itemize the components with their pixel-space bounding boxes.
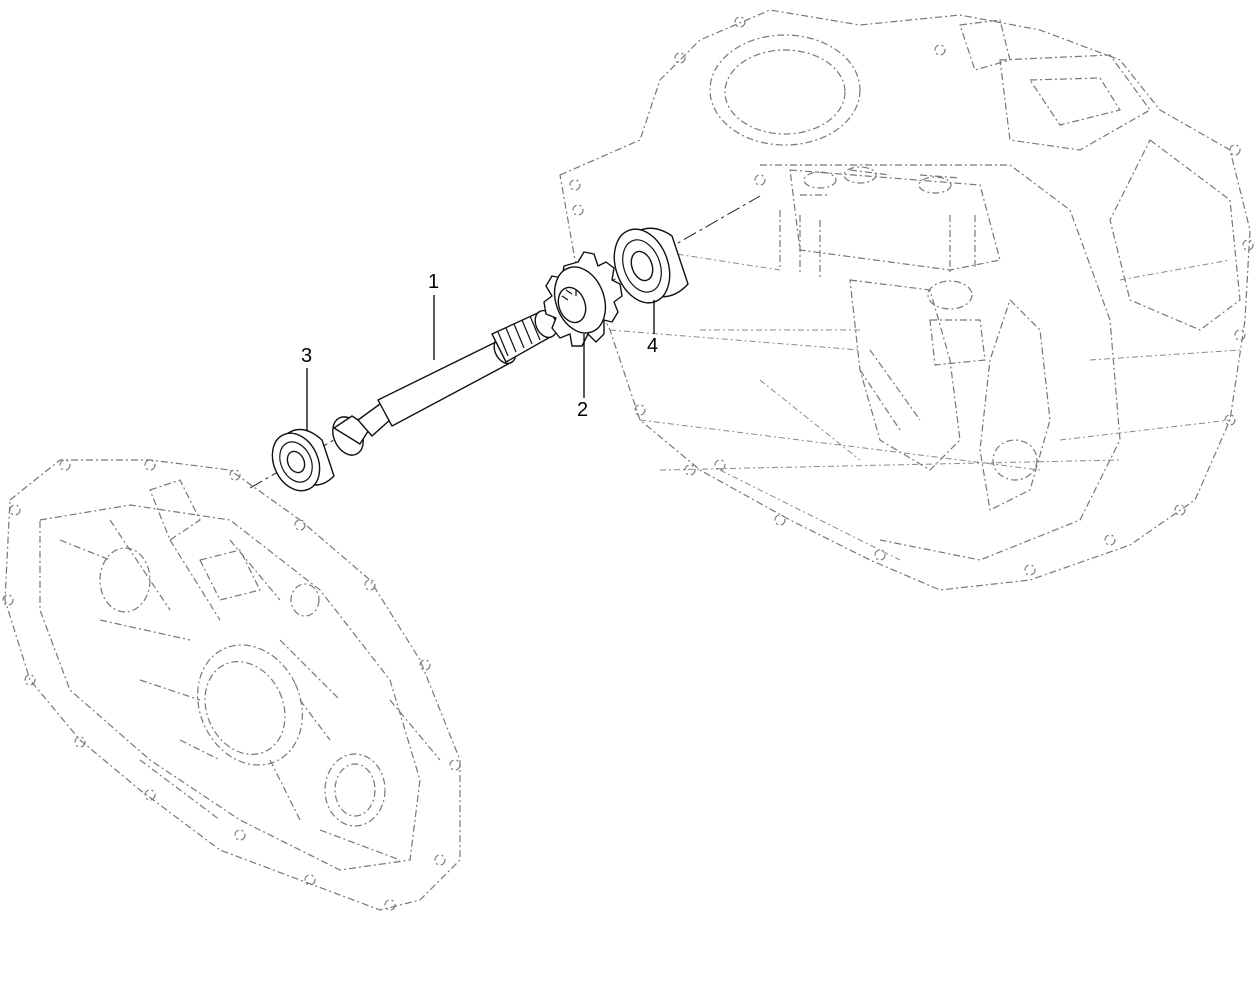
bearing-right <box>613 227 689 304</box>
callout-2: 2 <box>577 399 588 421</box>
callout-4: 4 <box>647 335 658 357</box>
callout-1: 1 <box>428 271 439 293</box>
shaft <box>332 309 558 456</box>
callout-3: 3 <box>301 345 312 367</box>
bearing-left <box>271 428 335 492</box>
gear <box>543 251 623 347</box>
transmission-housing-phantom <box>559 9 1254 591</box>
cover-housing-phantom <box>2 459 461 911</box>
